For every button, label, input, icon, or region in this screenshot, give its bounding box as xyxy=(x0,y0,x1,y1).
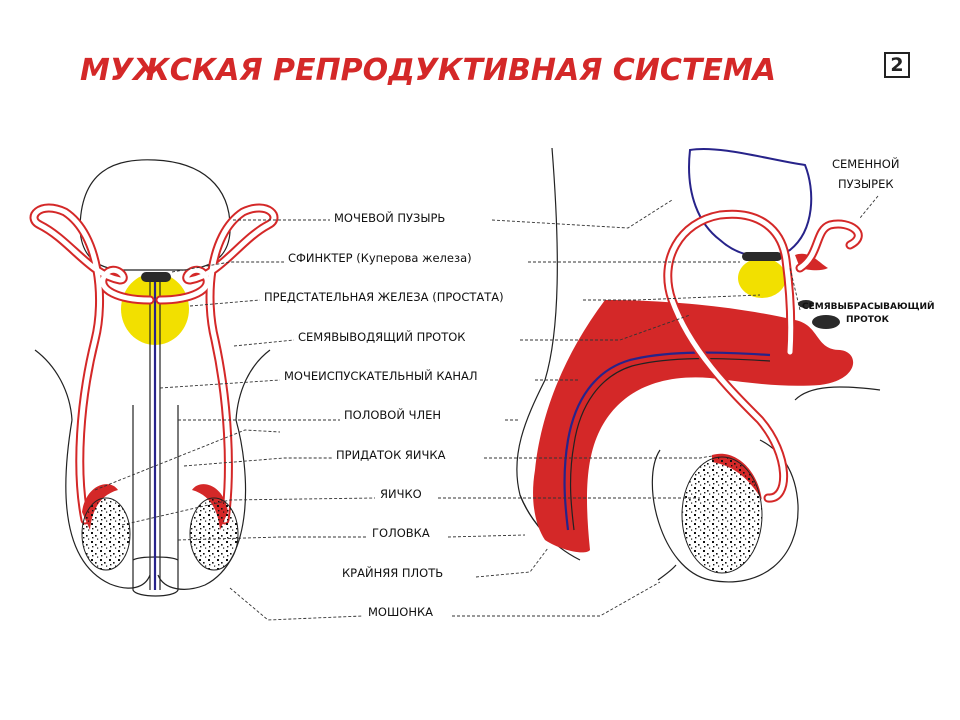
label-glans: ГОЛОВКА xyxy=(372,526,430,540)
label-prostate: ПРЕДСТАТЕЛЬНАЯ ЖЕЛЕЗА (ПРОСТАТА) xyxy=(264,290,504,304)
label-urethra: МОЧЕИСПУСКАТЕЛЬНЫЙ КАНАЛ xyxy=(284,368,478,383)
side-sphincter xyxy=(742,252,782,261)
front-bladder xyxy=(79,159,231,271)
label-foreskin: КРАЙНЯЯ ПЛОТЬ xyxy=(342,565,443,580)
front-body-outline xyxy=(34,349,73,421)
leader-lines xyxy=(94,195,879,621)
label-epididymis: ПРИДАТОК ЯИЧКА xyxy=(336,448,446,462)
slide-number-badge: 2 xyxy=(884,52,910,78)
side-scrotum xyxy=(651,439,799,583)
label-ejaculatory-duct-line2: ПРОТОК xyxy=(846,315,890,325)
front-scrotum xyxy=(65,419,247,590)
front-testis-left xyxy=(81,497,131,571)
labels: МОЧЕВОЙ ПУЗЫРЬ СФИНКТЕР (Куперова железа… xyxy=(264,156,935,619)
side-bladder xyxy=(688,148,813,258)
side-cowper-gland xyxy=(798,300,814,308)
front-penis xyxy=(132,405,179,597)
label-seminal-vesicle-line2: ПУЗЫРЕК xyxy=(838,177,894,191)
side-view xyxy=(516,147,881,583)
side-ejaculatory-duct-mark xyxy=(812,315,840,329)
side-penis-body xyxy=(533,300,854,553)
front-view xyxy=(29,159,279,597)
label-penis: ПОЛОВОЙ ЧЛЕН xyxy=(344,407,441,422)
front-testis-right xyxy=(189,497,239,571)
label-vas-deferens: СЕМЯВЫВОДЯЩИЙ ПРОТОК xyxy=(298,329,465,344)
label-bladder: МОЧЕВОЙ ПУЗЫРЬ xyxy=(334,210,445,225)
front-sphincter xyxy=(141,272,171,282)
label-seminal-vesicle-line1: СЕМЕННОЙ xyxy=(832,156,899,171)
diagram-title: МУЖСКАЯ РЕПРОДУКТИВНАЯ СИСТЕМА xyxy=(80,53,776,88)
label-testis: ЯИЧКО xyxy=(380,487,422,501)
label-ejaculatory-duct-line1: СЕМЯВЫБРАСЫВАЮЩИЙ xyxy=(802,300,935,312)
label-sphincter: СФИНКТЕР (Куперова железа) xyxy=(288,251,472,265)
side-testis xyxy=(681,456,763,574)
label-scrotum: МОШОНКА xyxy=(368,605,433,619)
side-prostate xyxy=(738,258,786,298)
